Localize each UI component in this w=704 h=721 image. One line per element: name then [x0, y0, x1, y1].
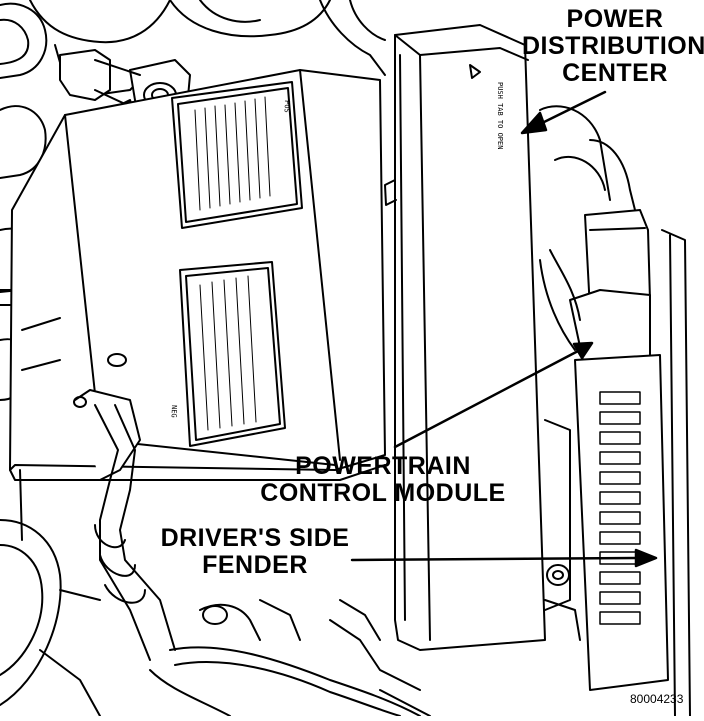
lower-left-components — [0, 469, 101, 717]
pdc-leader-line — [536, 90, 607, 127]
pcm-label: POWERTRAIN CONTROL MODULE — [248, 453, 518, 507]
figure-id: 80004233 — [630, 692, 684, 706]
bottom-wiring-harness — [149, 599, 431, 717]
power-distribution-center: PUSH TAB TO OPEN — [384, 24, 546, 651]
fender-label-line2: FENDER — [202, 551, 308, 579]
pos-decal: POS — [171, 81, 303, 229]
pdc-label-line2: DISTRIBUTION — [522, 32, 704, 60]
neg-decal-text: NEG — [170, 405, 178, 418]
pdc-arrowhead — [520, 111, 548, 135]
pcm-arrowhead — [572, 341, 594, 360]
neg-decal: NEG — [170, 261, 286, 447]
pdc-label-line1: POWER — [566, 5, 664, 33]
push-tab-text: PUSH TAB TO OPEN — [496, 82, 504, 149]
pcm-label-line1: POWERTRAIN — [295, 452, 471, 480]
battery: POS NEG — [9, 69, 386, 481]
pcm-connector-pins — [599, 391, 641, 625]
leader-arrows — [350, 90, 658, 568]
pdc-label: POWER DISTRIBUTION CENTER — [522, 5, 704, 87]
pos-decal-text: POS — [283, 100, 291, 113]
negative-terminal-cable — [73, 389, 176, 661]
fender-edge — [661, 229, 691, 717]
fender-label-line1: DRIVER'S SIDE — [160, 524, 350, 552]
fender-leader-line — [350, 556, 642, 562]
pcm-leader-line — [393, 348, 582, 449]
pcm-label-line2: CONTROL MODULE — [260, 479, 506, 507]
powertrain-control-module — [539, 105, 669, 691]
fender-label: DRIVER'S SIDE FENDER — [150, 525, 360, 579]
fender-arrowhead — [634, 548, 658, 568]
pdc-label-line3: CENTER — [562, 59, 668, 87]
